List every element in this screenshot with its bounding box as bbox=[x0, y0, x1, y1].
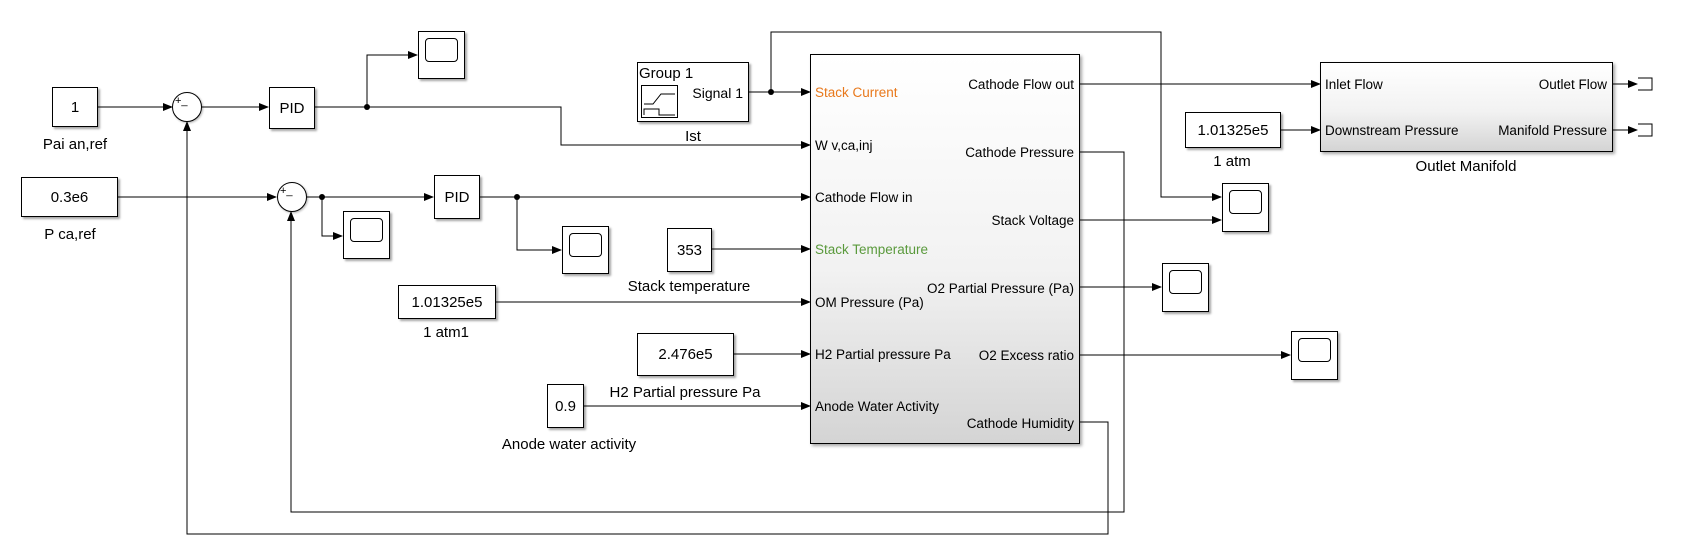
port-cathode-flow-in: Cathode Flow in bbox=[815, 190, 913, 205]
constant-pca-label: P ca,ref bbox=[44, 226, 96, 243]
scope-pid1[interactable] bbox=[418, 31, 465, 79]
scope-stack-voltage[interactable] bbox=[1222, 183, 1269, 232]
wire-pid2-to-scope[interactable] bbox=[516, 197, 562, 254]
scope-icon bbox=[1298, 338, 1331, 362]
scope-icon bbox=[350, 218, 383, 242]
constant-anode-value: 0.9 bbox=[555, 397, 576, 415]
port-stack-current: Stack Current bbox=[815, 85, 898, 100]
constant-atm-block[interactable]: 1.01325e5 bbox=[1185, 112, 1281, 148]
port-cathode-humidity: Cathode Humidity bbox=[966, 416, 1074, 431]
port-downstream-pressure: Downstream Pressure bbox=[1325, 123, 1459, 138]
constant-stack-temp-block[interactable]: 353 bbox=[667, 228, 712, 272]
sum-block-2[interactable]: +_ bbox=[277, 182, 307, 212]
wire-signal-to-scope[interactable] bbox=[770, 31, 1222, 201]
wire-cathode-humidity-feedback[interactable] bbox=[183, 121, 1109, 535]
fuel-cell-subsystem[interactable]: Stack Current W v,ca,inj Cathode Flow in… bbox=[810, 54, 1080, 444]
scope-sum2[interactable] bbox=[343, 211, 390, 259]
signal-builder-block[interactable]: Group 1 Signal 1 bbox=[637, 62, 749, 122]
constant-om-pressure-value: 1.01325e5 bbox=[411, 293, 483, 311]
terminator-outlet-flow[interactable] bbox=[1638, 77, 1653, 91]
constant-h2-block[interactable]: 2.476e5 bbox=[637, 333, 734, 376]
scope-icon bbox=[569, 233, 602, 257]
scope-pid2[interactable] bbox=[562, 226, 609, 274]
scope-icon bbox=[1169, 270, 1202, 294]
constant-pca-block[interactable]: 0.3e6 bbox=[21, 177, 118, 217]
outlet-manifold-subsystem[interactable]: Inlet Flow Downstream Pressure Outlet Fl… bbox=[1320, 62, 1613, 152]
constant-atm-label: 1 atm bbox=[1213, 153, 1251, 170]
port-cathode-flow-out: Cathode Flow out bbox=[968, 77, 1074, 92]
branch-point bbox=[364, 104, 370, 110]
port-cathode-pressure: Cathode Pressure bbox=[965, 145, 1074, 160]
constant-stack-temp-label: Stack temperature bbox=[627, 278, 751, 295]
port-o2-excess-ratio: O2 Excess ratio bbox=[978, 348, 1074, 363]
terminator-manifold-pressure[interactable] bbox=[1638, 123, 1653, 137]
constant-h2-value: 2.476e5 bbox=[658, 346, 713, 363]
branch-point bbox=[768, 89, 774, 95]
sum-block-1[interactable]: +_ bbox=[172, 92, 202, 122]
constant-h2-label: H2 Partial pressure Pa bbox=[609, 384, 761, 401]
signal-builder-signal: Signal 1 bbox=[692, 85, 743, 101]
branch-point bbox=[514, 194, 520, 200]
port-h2-partial-pressure: H2 Partial pressure Pa bbox=[815, 347, 951, 362]
port-anode-water-activity: Anode Water Activity bbox=[815, 399, 940, 414]
scope-o2-excess-ratio[interactable] bbox=[1291, 331, 1338, 380]
port-inlet-flow: Inlet Flow bbox=[1325, 77, 1383, 92]
wire-sum2-to-scope[interactable] bbox=[321, 197, 343, 240]
signal-builder-group: Group 1 bbox=[639, 65, 694, 82]
constant-pai-value: 1 bbox=[70, 98, 80, 116]
sum-2-signs: +_ bbox=[280, 185, 293, 197]
scope-o2-partial-pressure[interactable] bbox=[1162, 263, 1209, 312]
port-manifold-pressure: Manifold Pressure bbox=[1498, 123, 1607, 138]
port-o2-partial-pressure: O2 Partial Pressure (Pa) bbox=[926, 281, 1074, 296]
port-stack-voltage: Stack Voltage bbox=[991, 213, 1074, 228]
wire-pid1-to-scope[interactable] bbox=[366, 51, 418, 107]
port-w-v-ca-inj: W v,ca,inj bbox=[815, 138, 873, 153]
pid-controller-1[interactable]: PID bbox=[269, 87, 315, 129]
pid-2-label: PID bbox=[444, 188, 470, 206]
constant-stack-temp-value: 353 bbox=[676, 241, 703, 259]
sum-1-signs: +_ bbox=[175, 95, 188, 107]
outlet-manifold-label: Outlet Manifold bbox=[1415, 158, 1517, 175]
pid-controller-2[interactable]: PID bbox=[434, 175, 480, 219]
wire-label-ist: Ist bbox=[685, 128, 701, 145]
constant-pca-value: 0.3e6 bbox=[50, 188, 89, 206]
scope-icon bbox=[1229, 190, 1262, 214]
constant-anode-block[interactable]: 0.9 bbox=[547, 384, 584, 428]
branch-point bbox=[319, 194, 325, 200]
constant-anode-label: Anode water activity bbox=[501, 436, 637, 453]
constant-pai-label: Pai an,ref bbox=[42, 136, 108, 153]
constant-pai-block[interactable]: 1 bbox=[52, 87, 98, 127]
wire-pid1-out[interactable] bbox=[315, 106, 811, 149]
scope-icon bbox=[425, 38, 458, 62]
constant-om-pressure-block[interactable]: 1.01325e5 bbox=[398, 285, 496, 319]
constant-atm-value: 1.01325e5 bbox=[1197, 121, 1269, 139]
port-stack-temperature: Stack Temperature bbox=[815, 242, 929, 257]
port-outlet-flow: Outlet Flow bbox=[1538, 77, 1607, 92]
pid-1-label: PID bbox=[279, 99, 305, 117]
port-om-pressure: OM Pressure (Pa) bbox=[815, 295, 924, 310]
signal-waveform-icon bbox=[641, 85, 678, 118]
constant-om-pressure-label: 1 atm1 bbox=[423, 324, 469, 341]
wire-cathode-pressure-feedback[interactable] bbox=[287, 151, 1125, 513]
